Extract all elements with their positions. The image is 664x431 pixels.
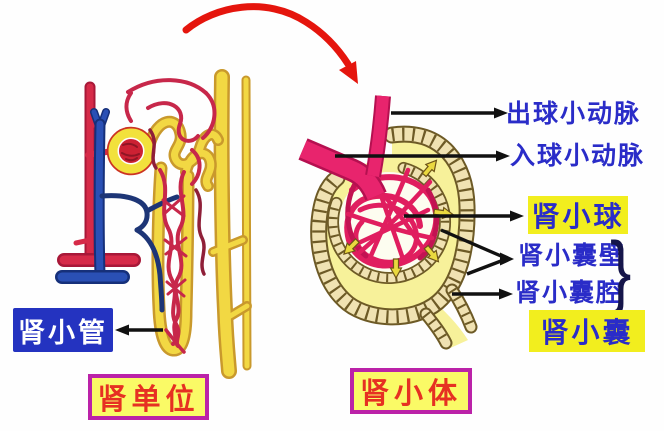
renal-capsule-label: 肾小囊 — [529, 310, 645, 352]
renal-tubule-arrow — [115, 324, 163, 336]
capsule-wall-arrow — [440, 228, 514, 276]
capsule-cavity-label: 肾小囊腔 — [515, 279, 624, 307]
glomerulus-label: 肾小球 — [528, 196, 628, 234]
nephron-glomerulus — [106, 126, 156, 176]
efferent-arrow — [391, 107, 508, 119]
capsule-wall-label: 肾小囊壁 — [518, 242, 627, 270]
callout-arrows — [115, 107, 524, 336]
peritubular-capillaries — [124, 78, 217, 354]
capsule-cavity-arrow — [452, 288, 513, 300]
vasa-recta-tube — [241, 75, 252, 371]
collecting-duct — [208, 69, 252, 379]
efferent-arteriole-label: 出球小动脉 — [506, 100, 642, 128]
afferent-arteriole-vessel — [298, 138, 387, 201]
glomerulus-arrow — [404, 210, 524, 222]
renal-vein — [55, 108, 130, 284]
filtrate-arrows — [343, 159, 455, 280]
afferent-arrow — [335, 150, 510, 162]
renal-corpuscle-caption: 肾小体 — [350, 368, 472, 414]
renal-tubule-loop — [144, 115, 224, 357]
red-transition-arrow — [182, 3, 358, 84]
afferent-arteriole-label: 入球小动脉 — [510, 142, 646, 170]
nephron-caption: 肾单位 — [88, 374, 209, 420]
corpuscle-glomerulus — [344, 165, 440, 269]
capsule-neck — [419, 283, 478, 350]
efferent-arteriole-vessel — [365, 95, 391, 178]
renal-corpuscle-illustration — [298, 95, 478, 350]
renal-tubule-label: 肾小管 — [13, 308, 113, 352]
nephron-illustration — [55, 69, 252, 379]
capsule-wall-outer — [310, 125, 476, 326]
capsule-wall-inner — [327, 161, 452, 284]
capsule-brace: } — [610, 224, 632, 316]
